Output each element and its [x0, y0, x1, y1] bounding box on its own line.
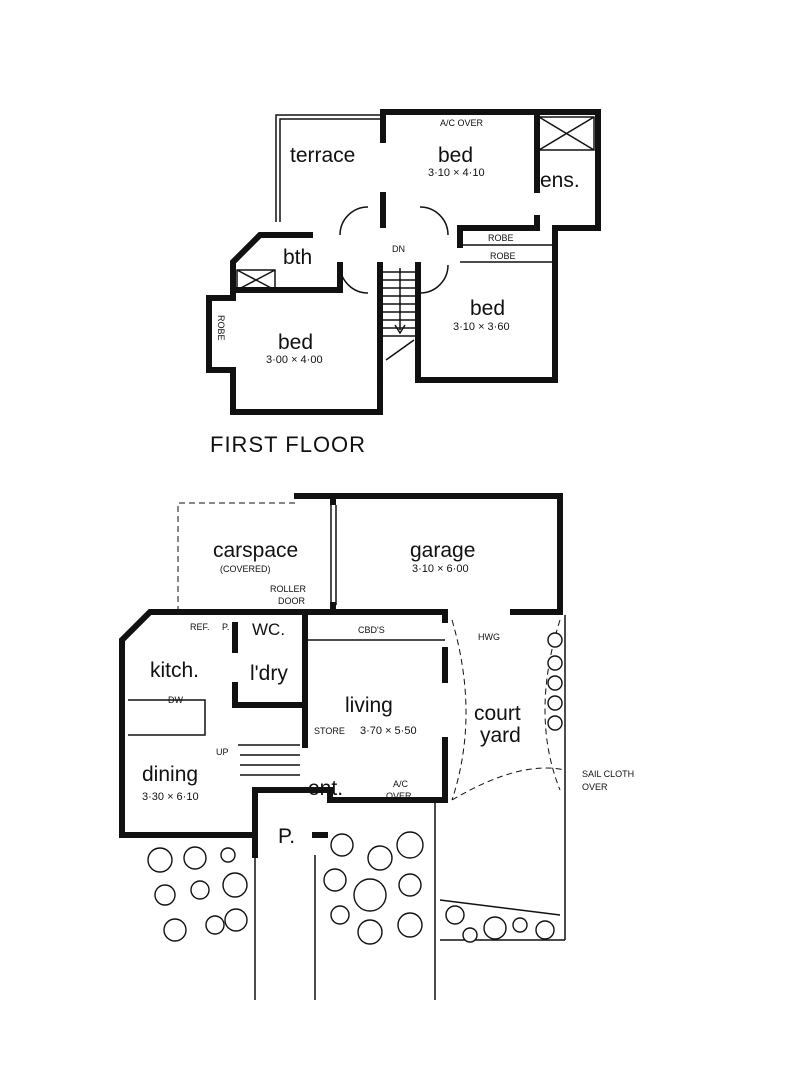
note-cbds: CBD'S — [358, 625, 385, 635]
ground-floor-plan: carspace (COVERED) garage 3·10 × 6·00 RO… — [119, 493, 634, 1000]
room-dim-dining: 3·30 × 6·10 — [142, 791, 199, 803]
room-dim-bed2: 3·10 × 3·60 — [453, 321, 510, 333]
room-label-court: court — [474, 702, 521, 725]
room-label-living: living — [345, 694, 393, 717]
room-label-bth: bth — [283, 246, 312, 269]
note-up: UP — [216, 747, 229, 757]
note-sail-cloth: OVER — [582, 782, 608, 792]
room-label-ens: ens. — [540, 169, 580, 192]
note-ac-over: A/C — [393, 779, 409, 789]
room-label-bed3: bed — [278, 331, 313, 354]
note-roller-door: DOOR — [278, 596, 306, 606]
room-dim-bed1: 3·10 × 4·10 — [428, 167, 485, 179]
note-sail-cloth: SAIL CLOTH — [582, 769, 634, 779]
note-ref: REF. — [190, 622, 210, 632]
room-label-kitchen: kitch. — [150, 659, 199, 682]
note-covered: (COVERED) — [220, 564, 271, 574]
note-pantry: P. — [222, 622, 229, 632]
room-label-bed1: bed — [438, 144, 473, 167]
terrace-outline — [275, 114, 383, 222]
note-dn: DN — [392, 244, 405, 254]
room-label-bed2: bed — [470, 297, 505, 320]
note-ac-over: OVER — [386, 791, 412, 801]
note-robe: ROBE — [488, 233, 514, 243]
note-dw: DW — [168, 695, 183, 705]
garden-plants — [147, 632, 563, 945]
room-dim-garage: 3·10 × 6·00 — [412, 563, 469, 575]
room-label-yard: yard — [480, 724, 521, 747]
first-floor-title: FIRST FLOOR — [210, 432, 366, 457]
room-dim-living: 3·70 × 5·50 — [360, 725, 417, 737]
room-label-terrace: terrace — [290, 144, 355, 167]
room-label-laundry: l'dry — [250, 662, 288, 685]
room-dim-bed3: 3·00 × 4·00 — [266, 354, 323, 366]
note-robe: ROBE — [216, 315, 226, 341]
first-floor-plan: terrace bed 3·10 × 4·10 ens. bth bed 3·1… — [206, 109, 601, 457]
note-hwg: HWG — [478, 632, 500, 642]
note-ac-over: A/C OVER — [440, 118, 484, 128]
staircase — [383, 268, 415, 361]
room-label-garage: garage — [410, 539, 475, 562]
room-label-wc: WC. — [252, 620, 285, 639]
note-roller-door: ROLLER — [270, 584, 307, 594]
room-label-carspace: carspace — [213, 539, 298, 562]
room-label-entry: ent. — [308, 777, 343, 800]
room-label-dining: dining — [142, 763, 198, 786]
note-store: STORE — [314, 726, 345, 736]
room-label-porch: P. — [278, 825, 295, 848]
note-robe: ROBE — [490, 251, 516, 261]
